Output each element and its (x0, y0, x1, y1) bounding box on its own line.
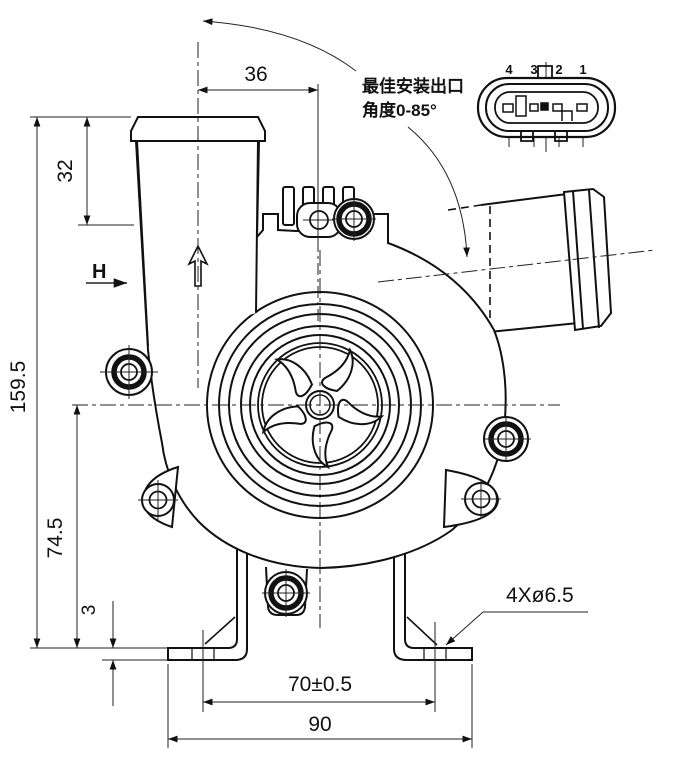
dimension-lines (30, 18, 588, 748)
outlet-pipe-bottom-edge (488, 322, 579, 333)
note-line1: 最佳安装出口 (362, 76, 464, 96)
right-foot-hole-edges (423, 648, 447, 660)
holes-callout-label: 4Xø6.5 (506, 584, 574, 607)
crosshairs (100, 197, 531, 617)
connector-shell-mid (485, 83, 609, 132)
centerlines (72, 42, 656, 712)
view-label: H (92, 261, 106, 283)
dimension-labels: 36 32 159.5 74.5 3 70±0.5 90 4Xø6.5 H 最佳… (7, 63, 574, 736)
connector-pins (502, 95, 588, 121)
connector-shell-inner (494, 91, 599, 124)
outlet-pipe-hidden-top (447, 204, 482, 211)
outlet-pipe-top-edge (480, 193, 568, 206)
right-foot-gusset (406, 616, 438, 646)
fasteners (100, 197, 531, 617)
left-foot-hole-edges (191, 648, 215, 660)
pin-label-4: 4 (505, 62, 513, 77)
outlet-centerline (377, 249, 656, 283)
note-line2: 角度0-85° (362, 100, 437, 120)
holes-leader (445, 611, 588, 646)
pin-label-2: 2 (555, 62, 562, 77)
left-foot (167, 550, 248, 661)
dim74-label: 74.5 (44, 518, 67, 559)
angle-arc-lower (407, 126, 470, 258)
pin-label-1: 1 (579, 62, 586, 77)
outlet-pipe-fill (455, 193, 578, 338)
dim90-ext (167, 664, 473, 748)
dim70-label: 70±0.5 (288, 673, 352, 696)
dim90-label: 90 (308, 713, 331, 736)
connector-detail: 4 3 2 1 (476, 62, 617, 152)
dim32-label: 32 (54, 159, 77, 182)
angle-arc-upper (202, 18, 357, 72)
connector-top-tab (537, 65, 553, 78)
dim36-label: 36 (244, 63, 267, 86)
impeller-blades (261, 347, 385, 470)
left-foot-gusset (204, 616, 236, 645)
outlet-flange-ribs (572, 189, 600, 330)
dim3-label: 3 (79, 605, 100, 616)
dim159-label: 159.5 (7, 361, 30, 414)
connector-bottom-tabs (520, 131, 568, 142)
pin-label-3: 3 (530, 62, 537, 77)
inlet-pipe-walls (136, 140, 259, 347)
right-foot (393, 552, 473, 661)
